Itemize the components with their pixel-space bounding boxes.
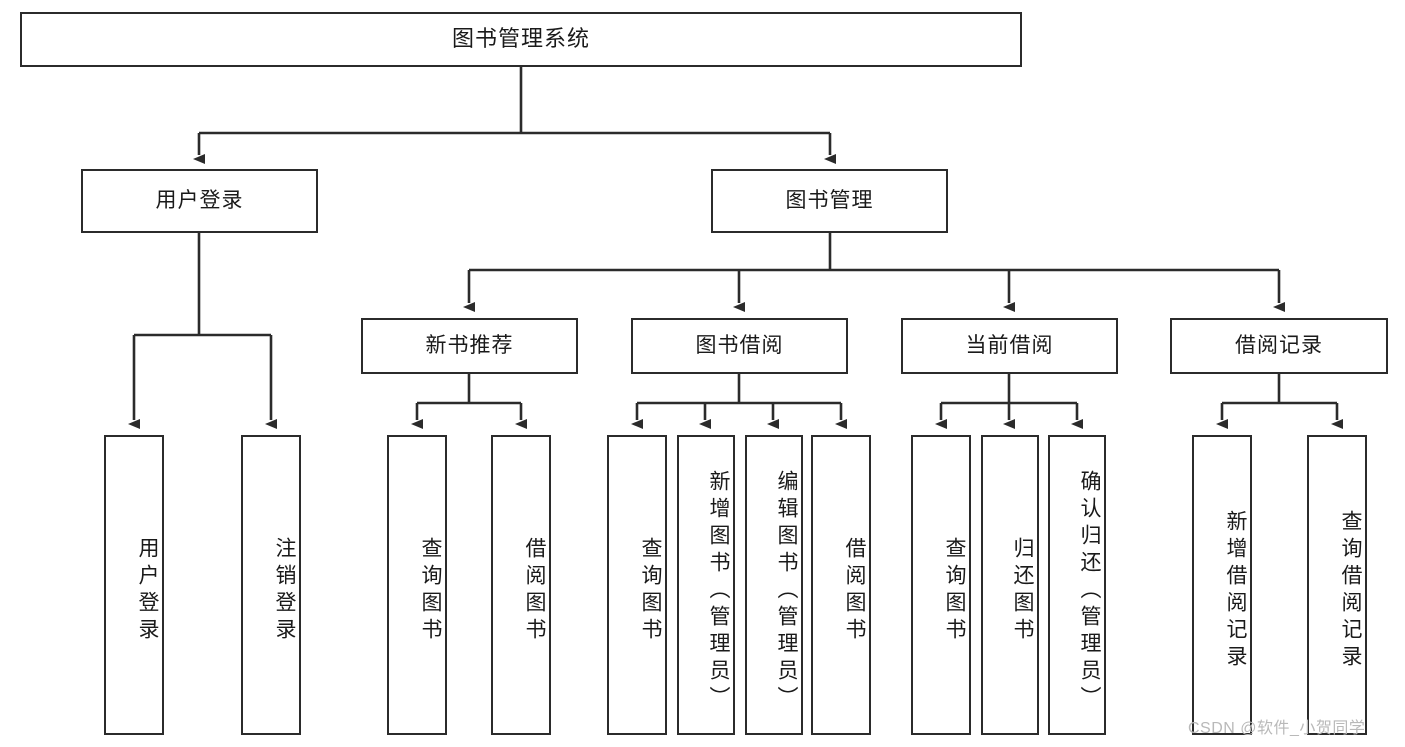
node-label: 借阅记录	[1235, 334, 1323, 358]
node-borrow-record[interactable]: 借阅记录	[1170, 318, 1388, 374]
leaf-user-login[interactable]: 用户登录	[104, 435, 164, 735]
leaf-logout[interactable]: 注销登录	[241, 435, 301, 735]
node-current-borrow[interactable]: 当前借阅	[901, 318, 1118, 374]
leaf-borrow-book[interactable]: 借阅图书	[811, 435, 871, 735]
node-book-borrow[interactable]: 图书借阅	[631, 318, 848, 374]
node-label: 图书借阅	[695, 334, 784, 358]
leaf-query-book-borrow[interactable]: 查询图书	[607, 435, 667, 735]
node-label: 新书推荐	[425, 334, 514, 358]
leaf-add-book-admin[interactable]: 新增图书（管理员）	[677, 435, 735, 735]
node-label: 借阅图书	[843, 537, 866, 645]
node-label: 查询图书	[419, 537, 442, 645]
leaf-return-book[interactable]: 归还图书	[981, 435, 1039, 735]
leaf-borrow-book-recommend[interactable]: 借阅图书	[491, 435, 551, 735]
node-label: 用户登录	[136, 537, 159, 645]
node-label: 新增图书（管理员）	[707, 469, 730, 713]
node-label: 归还图书	[1011, 537, 1034, 645]
leaf-query-book-recommend[interactable]: 查询图书	[387, 435, 447, 735]
node-book-management[interactable]: 图书管理	[711, 169, 948, 233]
watermark-csdn: CSDN @软件_小贺同学	[1188, 720, 1366, 737]
node-label: 注销登录	[273, 537, 296, 645]
node-label: 图书管理	[785, 189, 874, 213]
node-label: 用户登录	[155, 189, 244, 213]
leaf-add-borrow-record[interactable]: 新增借阅记录	[1192, 435, 1252, 735]
node-label: 查询图书	[943, 537, 966, 645]
node-label: 查询借阅记录	[1339, 510, 1362, 672]
node-label: 图书管理系统	[451, 26, 590, 52]
node-new-book-recommend[interactable]: 新书推荐	[361, 318, 578, 374]
node-label: 确认归还（管理员）	[1078, 469, 1101, 713]
node-label: 编辑图书（管理员）	[775, 469, 798, 713]
node-root-book-management-system[interactable]: 图书管理系统	[20, 12, 1022, 67]
leaf-query-book-current[interactable]: 查询图书	[911, 435, 971, 735]
node-user-login[interactable]: 用户登录	[81, 169, 318, 233]
node-label: 当前借阅	[965, 334, 1054, 358]
leaf-query-borrow-record[interactable]: 查询借阅记录	[1307, 435, 1367, 735]
node-label: 新增借阅记录	[1224, 510, 1247, 672]
node-label: 借阅图书	[523, 537, 546, 645]
leaf-edit-book-admin[interactable]: 编辑图书（管理员）	[745, 435, 803, 735]
node-label: 查询图书	[639, 537, 662, 645]
leaf-confirm-return-admin[interactable]: 确认归还（管理员）	[1048, 435, 1106, 735]
